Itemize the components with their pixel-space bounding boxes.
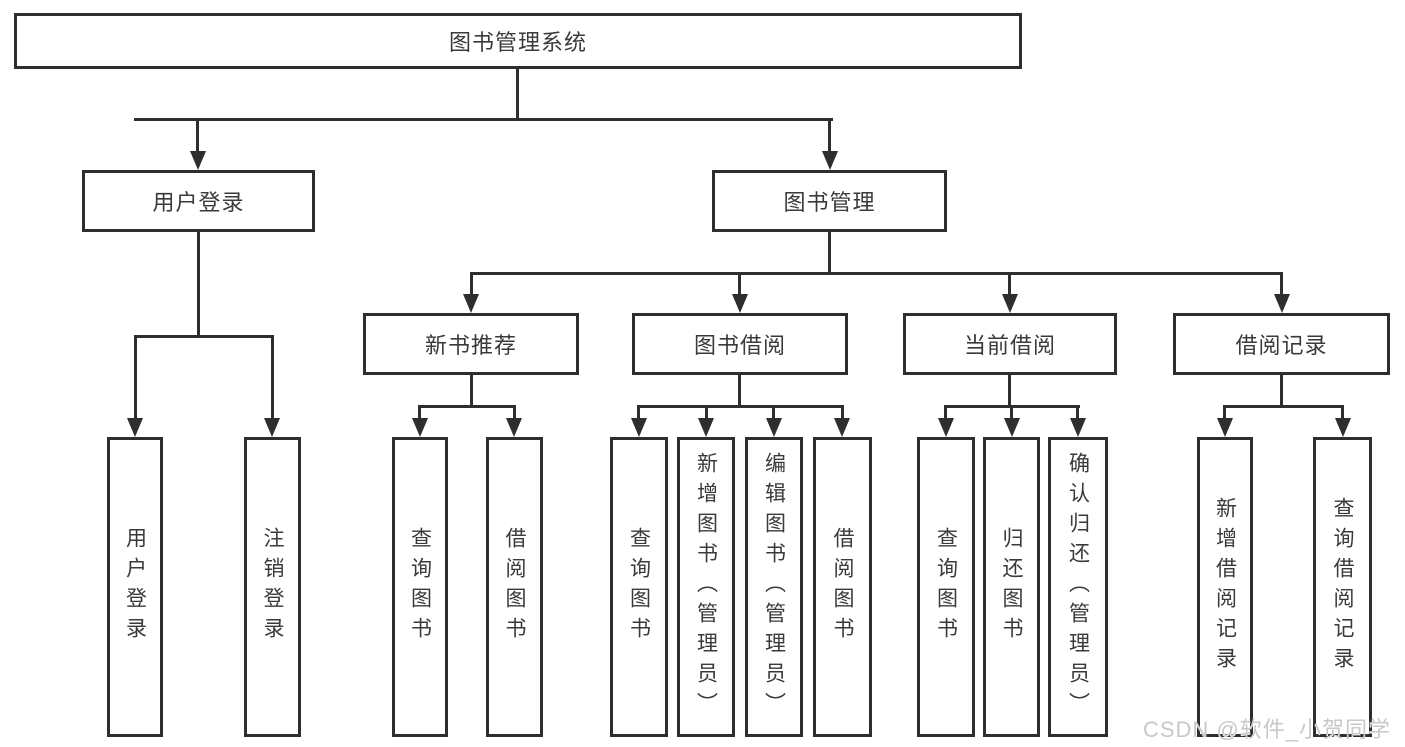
node-label: 归还图书 xyxy=(1000,527,1023,647)
node-label: 查询借阅记录 xyxy=(1331,497,1354,677)
node-label: 图书管理系统 xyxy=(448,30,587,55)
connector-line xyxy=(738,375,741,408)
node-new-book-recommend: 新书推荐 xyxy=(363,313,579,375)
arrowhead-icon xyxy=(463,294,479,313)
arrowhead-icon xyxy=(698,418,714,437)
connector-line xyxy=(638,405,844,408)
node-user-login-action: 用户登录 xyxy=(107,437,163,737)
node-label: 借阅记录 xyxy=(1235,333,1328,358)
node-add-books-admin: 新增图书（管理员） xyxy=(677,437,735,737)
connector-line xyxy=(134,335,274,338)
connector-line xyxy=(1280,272,1283,296)
node-query-books-borrow: 查询图书 xyxy=(610,437,668,737)
connector-line xyxy=(470,272,1283,275)
arrowhead-icon xyxy=(412,418,428,437)
node-current-borrowing: 当前借阅 xyxy=(903,313,1117,375)
connector-line xyxy=(470,375,473,408)
node-query-books-current: 查询图书 xyxy=(917,437,975,737)
arrowhead-icon xyxy=(127,418,143,437)
connector-line xyxy=(944,405,947,420)
node-label: 确认归还（管理员） xyxy=(1066,452,1090,722)
connector-line xyxy=(418,405,421,420)
node-label: 图书管理 xyxy=(783,190,876,215)
connector-line xyxy=(134,118,833,121)
node-label: 新书推荐 xyxy=(424,333,517,358)
connector-line xyxy=(134,335,137,420)
node-add-borrow-record: 新增借阅记录 xyxy=(1197,437,1253,737)
connector-line xyxy=(513,405,516,420)
connector-line xyxy=(516,69,519,121)
node-edit-books-admin: 编辑图书（管理员） xyxy=(745,437,803,737)
arrowhead-icon xyxy=(732,294,748,313)
arrowhead-icon xyxy=(1217,418,1233,437)
arrowhead-icon xyxy=(1004,418,1020,437)
arrowhead-icon xyxy=(766,418,782,437)
connector-line xyxy=(1076,405,1079,420)
node-user-login: 用户登录 xyxy=(82,170,315,232)
connector-line xyxy=(470,272,473,296)
connector-line xyxy=(1008,272,1011,296)
arrowhead-icon xyxy=(822,151,838,170)
connector-line xyxy=(841,405,844,420)
node-label: 用户登录 xyxy=(152,190,245,215)
arrowhead-icon xyxy=(834,418,850,437)
node-label: 图书借阅 xyxy=(693,333,786,358)
node-borrow-books-recommend: 借阅图书 xyxy=(486,437,543,737)
arrowhead-icon xyxy=(1335,418,1351,437)
arrowhead-icon xyxy=(1070,418,1086,437)
connector-line xyxy=(197,232,200,338)
node-logout-action: 注销登录 xyxy=(244,437,301,737)
node-label: 查询图书 xyxy=(627,527,651,647)
node-label: 查询图书 xyxy=(408,527,432,647)
connector-line xyxy=(772,405,775,420)
node-book-borrowing: 图书借阅 xyxy=(632,313,848,375)
node-label: 当前借阅 xyxy=(963,333,1056,358)
arrowhead-icon xyxy=(1274,294,1290,313)
arrowhead-icon xyxy=(190,151,206,170)
connector-line xyxy=(419,405,516,408)
node-book-management: 图书管理 xyxy=(712,170,947,232)
connector-line xyxy=(1223,405,1226,420)
node-query-books-recommend: 查询图书 xyxy=(392,437,448,737)
node-confirm-return-admin: 确认归还（管理员） xyxy=(1048,437,1108,737)
connector-line xyxy=(828,118,831,154)
connector-line xyxy=(1280,375,1283,408)
node-query-borrow-record: 查询借阅记录 xyxy=(1313,437,1372,737)
node-label: 借阅图书 xyxy=(831,527,854,647)
arrowhead-icon xyxy=(631,418,647,437)
connector-line xyxy=(271,335,274,420)
node-return-books: 归还图书 xyxy=(983,437,1040,737)
node-library-management-system: 图书管理系统 xyxy=(14,13,1022,69)
connector-line xyxy=(1010,405,1013,420)
arrowhead-icon xyxy=(1002,294,1018,313)
node-label: 查询图书 xyxy=(934,527,958,647)
arrowhead-icon xyxy=(264,418,280,437)
node-label: 新增借阅记录 xyxy=(1213,497,1237,677)
connector-line xyxy=(705,405,708,420)
watermark: CSDN @软件_小贺同学 xyxy=(1142,717,1391,742)
node-label: 新增图书（管理员） xyxy=(694,452,718,722)
connector-line xyxy=(738,272,741,296)
connector-line xyxy=(1341,405,1344,420)
node-borrowing-records: 借阅记录 xyxy=(1173,313,1390,375)
connector-line xyxy=(196,118,199,154)
node-label: 注销登录 xyxy=(261,527,284,647)
connector-line xyxy=(637,405,640,420)
node-label: 用户登录 xyxy=(123,527,147,647)
connector-line xyxy=(1008,375,1011,408)
arrowhead-icon xyxy=(506,418,522,437)
node-label: 编辑图书（管理员） xyxy=(762,452,786,722)
arrowhead-icon xyxy=(938,418,954,437)
connector-line xyxy=(1224,405,1344,408)
connector-line xyxy=(828,232,831,275)
node-label: 借阅图书 xyxy=(503,527,526,647)
node-borrow-books: 借阅图书 xyxy=(813,437,872,737)
